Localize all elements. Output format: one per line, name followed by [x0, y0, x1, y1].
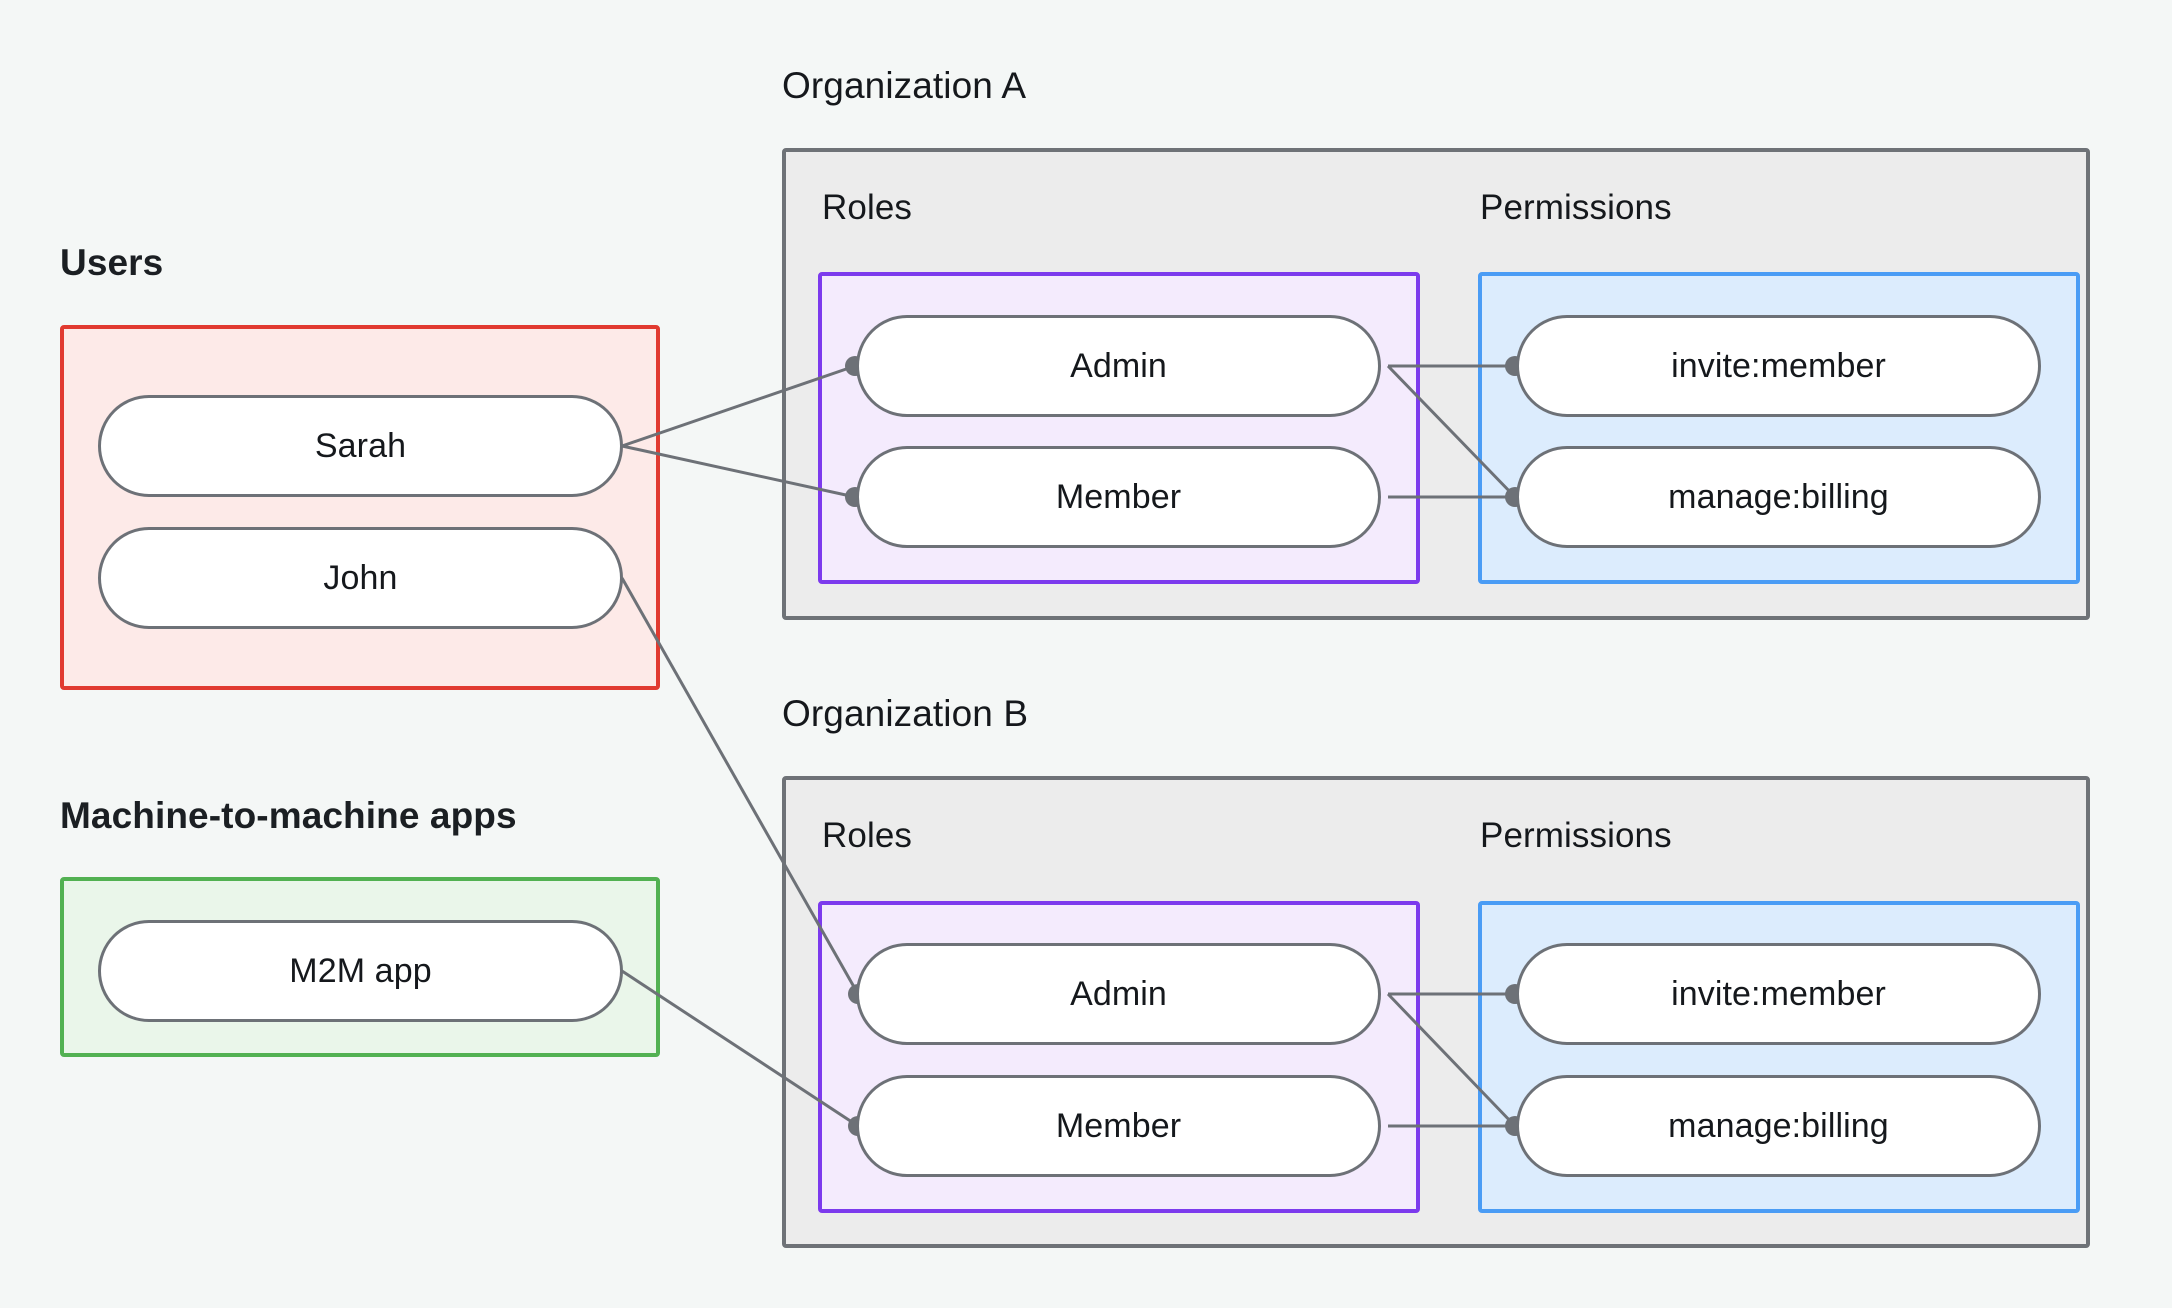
organization-a-roles-title: Roles	[822, 188, 912, 227]
node-org-a-role-admin[interactable]: Admin	[856, 315, 1381, 417]
users-group-container	[60, 325, 660, 690]
organization-b-permissions-title: Permissions	[1480, 816, 1672, 855]
node-org-a-permission-invite-member[interactable]: invite:member	[1516, 315, 2041, 417]
node-m2m-app[interactable]: M2M app	[98, 920, 623, 1022]
organization-a-title: Organization A	[782, 65, 1027, 106]
organization-b-title: Organization B	[782, 693, 1029, 734]
node-org-b-permission-manage-billing[interactable]: manage:billing	[1516, 1075, 2041, 1177]
node-org-b-permission-invite-member[interactable]: invite:member	[1516, 943, 2041, 1045]
organization-a-permissions-title: Permissions	[1480, 188, 1672, 227]
node-user-sarah[interactable]: Sarah	[98, 395, 623, 497]
organization-b-roles-title: Roles	[822, 816, 912, 855]
node-user-john[interactable]: John	[98, 527, 623, 629]
node-org-b-role-admin[interactable]: Admin	[856, 943, 1381, 1045]
node-org-a-permission-manage-billing[interactable]: manage:billing	[1516, 446, 2041, 548]
node-org-a-role-member[interactable]: Member	[856, 446, 1381, 548]
m2m-group-title: Machine-to-machine apps	[60, 795, 517, 836]
node-org-b-role-member[interactable]: Member	[856, 1075, 1381, 1177]
users-group-title: Users	[60, 242, 164, 283]
